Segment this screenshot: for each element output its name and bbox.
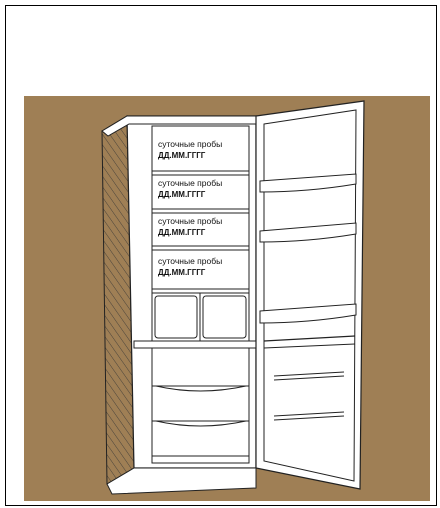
- sample-label-title: суточные пробы: [158, 256, 222, 266]
- sample-label-date: ДД.ММ.ГГГГ: [158, 189, 222, 200]
- sample-label-date: ДД.ММ.ГГГГ: [158, 267, 222, 278]
- sample-label: суточные пробы ДД.ММ.ГГГГ: [158, 256, 222, 278]
- open-fridge-drawing: [24, 96, 430, 501]
- image-frame: суточные пробы ДД.ММ.ГГГГ суточные пробы…: [5, 5, 437, 506]
- fridge-illustration: суточные пробы ДД.ММ.ГГГГ суточные пробы…: [24, 96, 430, 501]
- sample-label: суточные пробы ДД.ММ.ГГГГ: [158, 178, 222, 200]
- sample-label-title: суточные пробы: [158, 139, 222, 149]
- sample-label-title: суточные пробы: [158, 178, 222, 188]
- sample-label: суточные пробы ДД.ММ.ГГГГ: [158, 139, 222, 161]
- freezer-compartment: [152, 348, 249, 463]
- sample-label-date: ДД.ММ.ГГГГ: [158, 227, 222, 238]
- sample-label: суточные пробы ДД.ММ.ГГГГ: [158, 216, 222, 238]
- sample-label-date: ДД.ММ.ГГГГ: [158, 150, 222, 161]
- sample-label-title: суточные пробы: [158, 216, 222, 226]
